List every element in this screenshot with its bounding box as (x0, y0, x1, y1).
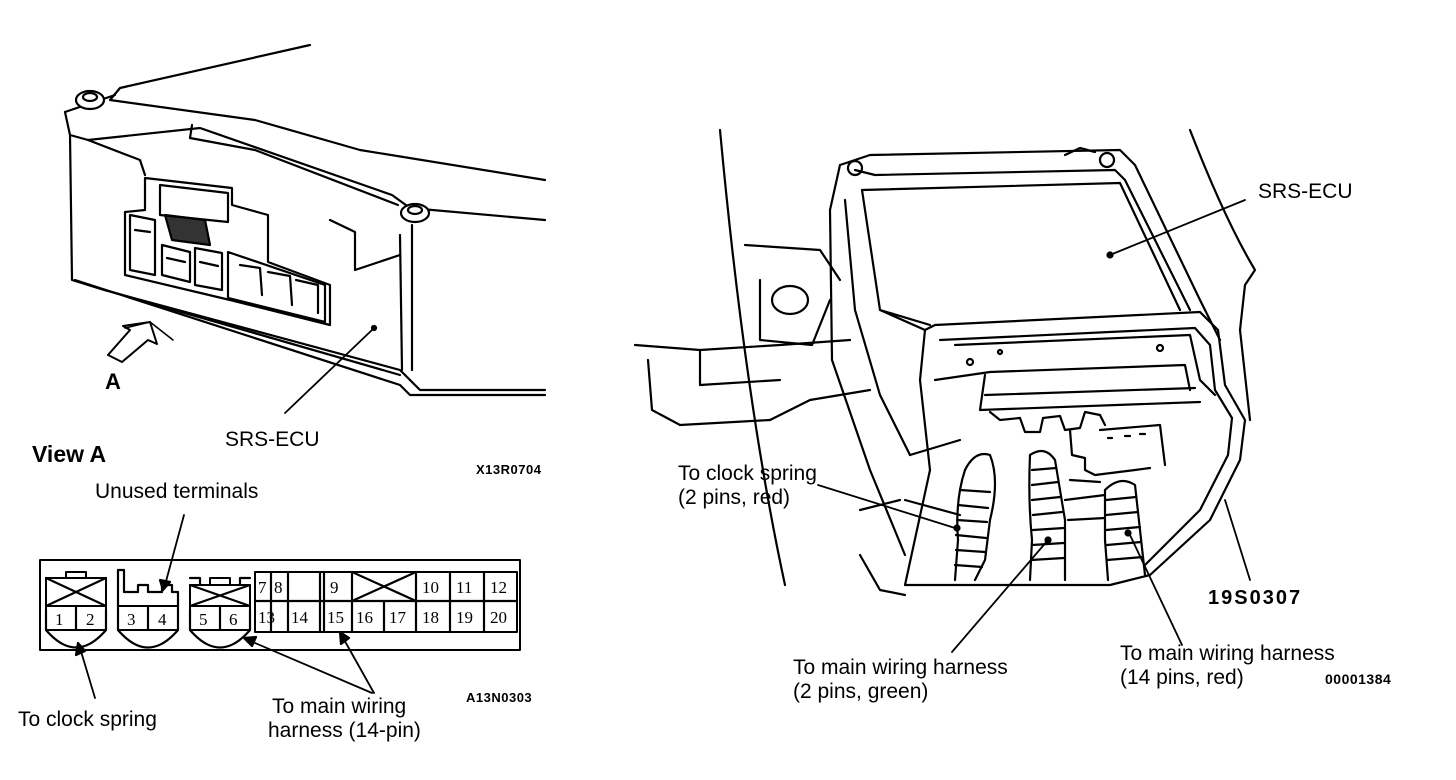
harness-green-line2: (2 pins, green) (793, 680, 929, 703)
harness-red-line2: (14 pins, red) (1120, 666, 1244, 689)
right-figure-code-b: 00001384 (1325, 671, 1392, 687)
right-clock-spring-line2: (2 pins, red) (678, 486, 791, 509)
pin-label: 6 (229, 610, 238, 629)
pin-label: 4 (158, 610, 167, 629)
pin-label: 13 (258, 608, 275, 627)
harness-green-line1: To main wiring harness (793, 656, 1008, 679)
pin-label: 17 (389, 608, 406, 627)
pin-label: 18 (422, 608, 439, 627)
pin-label: 2 (86, 610, 95, 629)
pin-label: 12 (490, 578, 507, 597)
view-a-figure-code: A13N0303 (466, 690, 533, 705)
harness-red-line1: To main wiring harness (1120, 642, 1335, 665)
pin-label: 3 (127, 610, 136, 629)
pin-label: 15 (327, 608, 344, 627)
right-clock-spring-line1: To clock spring (678, 462, 817, 485)
pin-label: 16 (356, 608, 373, 627)
pin-label: 20 (490, 608, 507, 627)
view-arrow-label: A (105, 369, 121, 394)
pin-label: 1 (55, 610, 64, 629)
right-ecu-label: SRS-ECU (1258, 180, 1353, 203)
left-ecu-label: SRS-ECU (225, 428, 320, 451)
pin-label: 14 (291, 608, 308, 627)
pin-label: 8 (274, 578, 283, 597)
view-a-harness-label-line1: To main wiring (272, 695, 407, 718)
view-a-title: View A (32, 441, 107, 467)
pin-label: 19 (456, 608, 473, 627)
view-a-clock-spring-label: To clock spring (18, 708, 157, 731)
left-figure-code: X13R0704 (476, 462, 542, 477)
view-a-harness-label-line2: harness (14-pin) (268, 719, 421, 742)
pin-label: 7 (258, 578, 267, 597)
right-figure-code-a: 19S0307 (1208, 587, 1303, 609)
unused-terminals-label: Unused terminals (95, 480, 259, 503)
pin-label: 11 (456, 578, 473, 597)
pin-label: 10 (422, 578, 439, 597)
pin-label: 9 (330, 578, 339, 597)
left-ecu-drawing (63, 43, 547, 414)
pin-label: 5 (199, 610, 208, 629)
view-a-connector-drawing (39, 514, 521, 699)
right-ecu-drawing (633, 128, 1257, 653)
